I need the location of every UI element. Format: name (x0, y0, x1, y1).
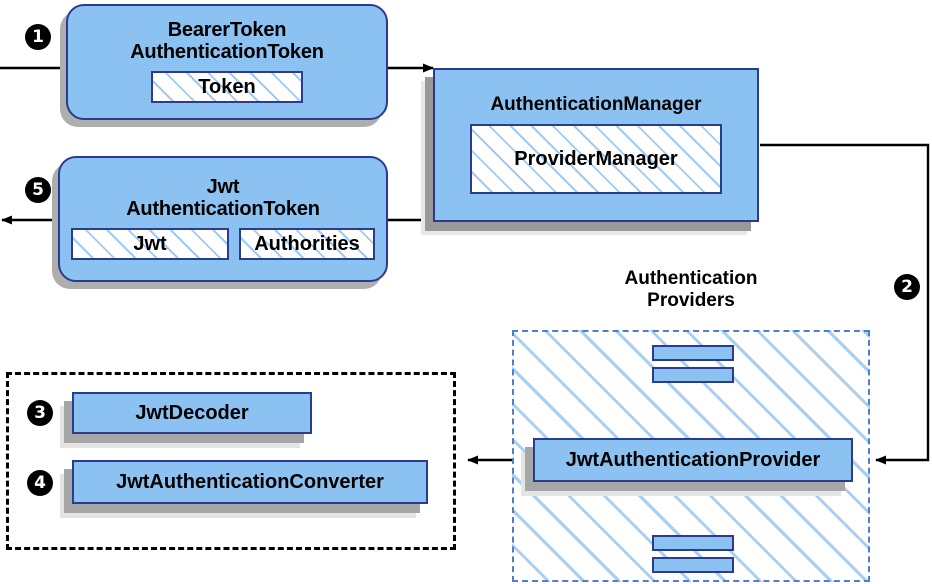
authentication-providers-label-line1: Authentication (624, 268, 758, 289)
jwt-token-title: Jwt AuthenticationToken (126, 176, 320, 221)
provider-slab-bottom-2 (652, 557, 734, 573)
node-jwt-authentication-token[interactable]: Jwt AuthenticationToken Jwt Authorities (58, 156, 388, 282)
bearer-token-title-line1: BearerToken (167, 18, 287, 41)
chip-jwt: Jwt (71, 228, 229, 261)
provider-slab-top-1 (652, 345, 734, 361)
badge-step-4: 4 (27, 470, 53, 496)
jwt-helpers-region (6, 372, 456, 550)
badge-step-1: 1 (25, 24, 51, 50)
provider-slab-top-2 (652, 367, 734, 383)
node-authentication-manager[interactable]: AuthenticationManager ProviderManager (433, 68, 759, 222)
bearer-token-title-line2: AuthenticationToken (130, 41, 324, 63)
node-jwt-authentication-provider[interactable]: JwtAuthenticationProvider (533, 438, 853, 482)
node-jwt-decoder[interactable]: JwtDecoder (72, 392, 312, 434)
authentication-manager-slots: ProviderManager (445, 124, 747, 194)
badge-step-3: 3 (27, 400, 53, 426)
authentication-providers-label: Authentication Providers (540, 268, 842, 312)
badge-step-2: 2 (894, 274, 920, 300)
chip-provider-manager: ProviderManager (470, 124, 722, 194)
authentication-manager-title: AuthenticationManager (490, 94, 702, 115)
node-bearer-token-authentication-token[interactable]: BearerToken AuthenticationToken Token (66, 4, 388, 120)
bearer-token-title: BearerToken AuthenticationToken (130, 19, 324, 64)
badge-step-5: 5 (25, 177, 51, 203)
node-jwt-authentication-converter[interactable]: JwtAuthenticationConverter (72, 460, 428, 504)
bearer-token-slots: Token (78, 71, 376, 104)
chip-token: Token (151, 71, 303, 104)
provider-slab-bottom-1 (652, 535, 734, 551)
authentication-providers-label-line2: Providers (647, 289, 735, 311)
jwt-token-slots: Jwt Authorities (70, 228, 376, 261)
jwt-token-title-line2: AuthenticationToken (126, 198, 320, 220)
chip-authorities: Authorities (239, 228, 375, 261)
jwt-token-title-line1: Jwt (206, 175, 240, 198)
